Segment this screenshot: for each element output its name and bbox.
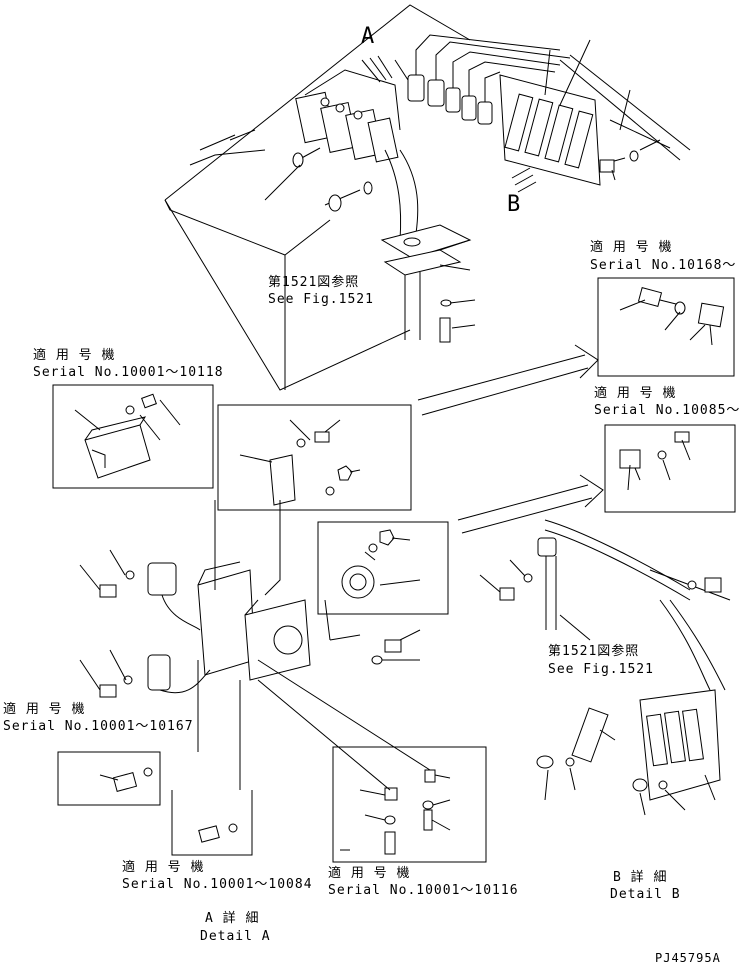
serial-note-en: Serial No.10001～10116 — [328, 883, 519, 898]
detail-b-en: Detail B — [610, 887, 681, 902]
serial-box-10084 — [172, 790, 252, 855]
serial-note-jp: 適 用 号 機 — [328, 866, 411, 881]
serial-note-en: Serial No.10001～10167 — [3, 719, 194, 734]
relay-bracket-box — [218, 405, 411, 510]
detail-b-jp: B 詳 細 — [613, 870, 668, 885]
serial-box-10116 — [333, 747, 486, 862]
serial-note-en: Serial No.10001～10084 — [122, 877, 313, 892]
serial-note-en: Serial No.10085～ — [594, 403, 739, 418]
serial-note-jp: 適 用 号 機 — [122, 860, 205, 875]
serial-box-10085 — [605, 425, 735, 512]
serial-box-10118 — [53, 385, 213, 488]
main-body-drawing — [165, 5, 690, 390]
serial-note-jp: 適 用 号 機 — [33, 348, 116, 363]
connector-box — [318, 522, 448, 614]
see-fig-top-jp: 第1521図参照 — [268, 275, 360, 290]
detail-a-en: Detail A — [200, 929, 271, 944]
see-fig-top-en: See Fig.1521 — [268, 292, 374, 307]
serial-box-10168 — [598, 278, 734, 376]
see-fig-right-en: See Fig.1521 — [548, 662, 654, 677]
view-b-marker: B — [507, 192, 521, 217]
see-fig-right-jp: 第1521図参照 — [548, 644, 640, 659]
serial-note-en: Serial No.10168～ — [590, 258, 737, 273]
serial-note-jp: 適 用 号 機 — [594, 386, 677, 401]
drawing-code: PJ45795A — [655, 951, 721, 965]
serial-note-jp: 適 用 号 機 — [590, 240, 673, 255]
pointer-arrows — [418, 345, 603, 533]
detail-a-jp: A 詳 細 — [205, 911, 260, 926]
view-a-marker: A — [361, 24, 375, 49]
serial-note-jp: 適 用 号 機 — [3, 702, 86, 717]
detail-a-assembly — [80, 500, 430, 790]
serial-note-en: Serial No.10001～10118 — [33, 365, 224, 380]
serial-box-10167 — [58, 752, 160, 805]
detail-b-assembly — [480, 520, 730, 815]
